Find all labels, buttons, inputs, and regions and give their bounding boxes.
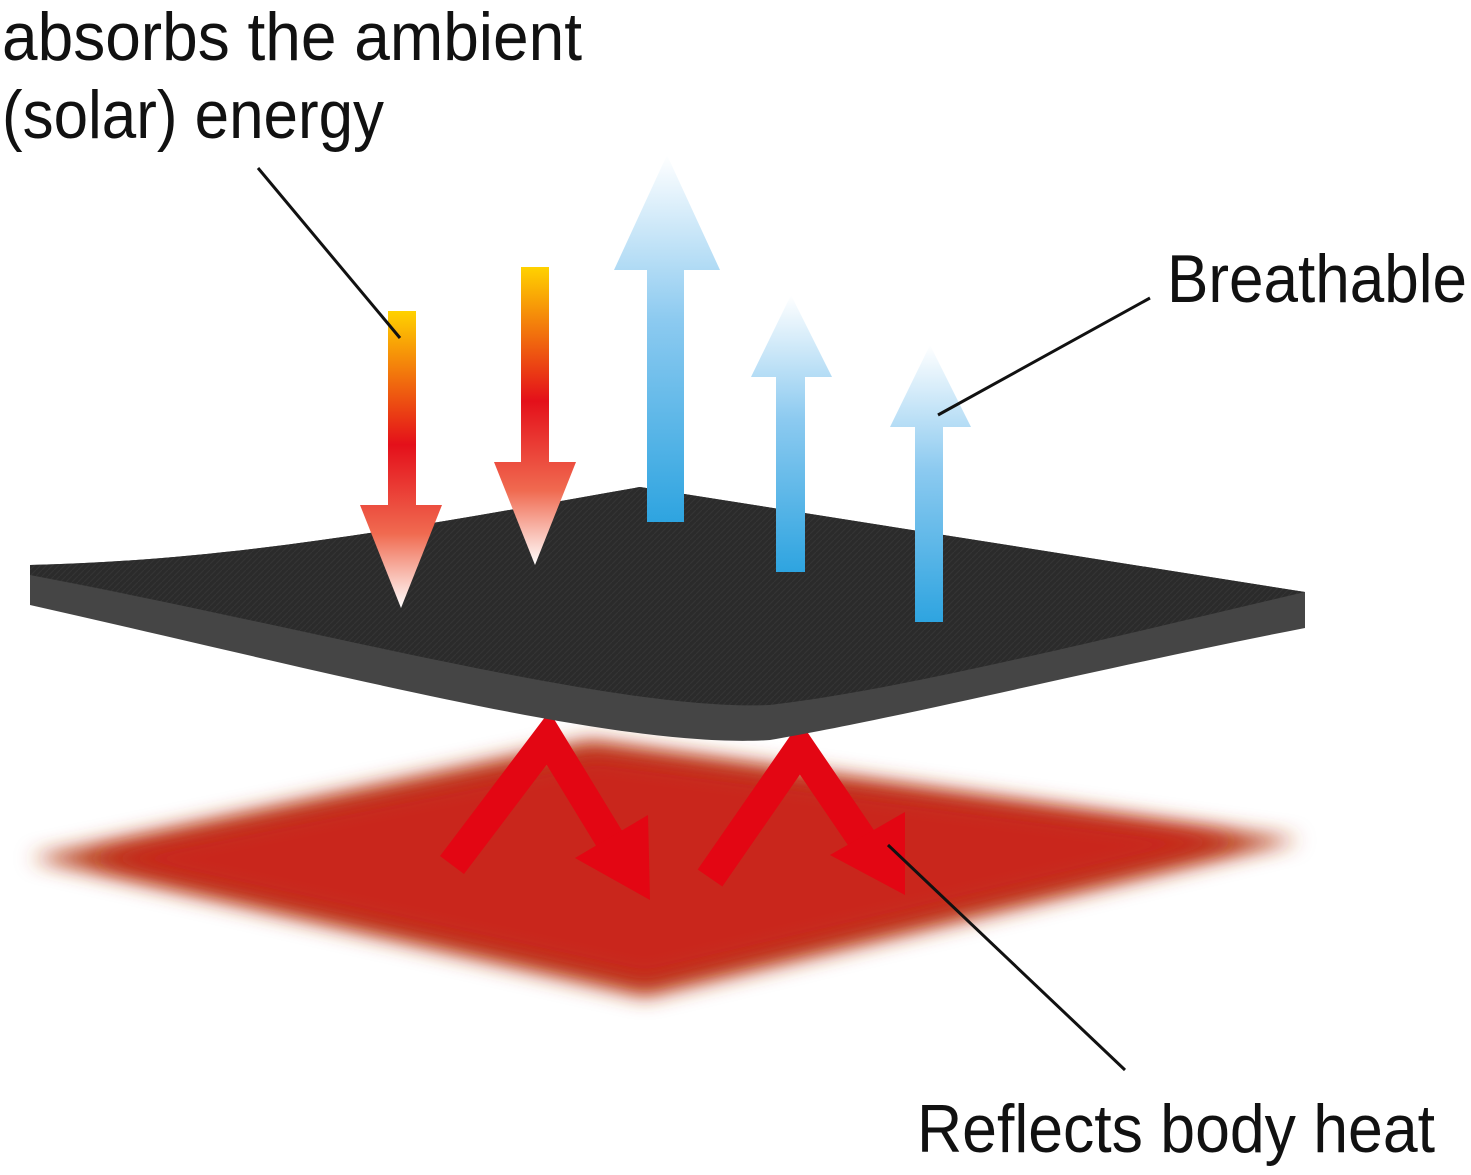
solar-energy-arrow-2 xyxy=(494,267,576,565)
reflected-heat-arrowhead-1 xyxy=(575,815,650,900)
reflected-heat-arrowhead-2 xyxy=(830,812,905,895)
breathable-arrow-2 xyxy=(751,295,832,572)
reflected-heat-arrow-2 xyxy=(697,721,881,887)
breathable-arrow-3 xyxy=(890,345,971,622)
body-heat-plane-core xyxy=(90,755,1240,980)
label-reflects: Reflects body heat xyxy=(917,1091,1435,1167)
fabric-layer-top xyxy=(30,487,1305,706)
leader-line-absorbs xyxy=(256,167,402,339)
breathable-arrow-1 xyxy=(614,155,720,522)
label-breathable: Breathable xyxy=(1167,241,1467,317)
reflected-heat-arrow-1 xyxy=(440,711,628,875)
solar-energy-arrow-1 xyxy=(360,311,442,608)
label-absorbs-line2: (solar) energy xyxy=(2,77,384,153)
label-absorbs-line1: absorbs the ambient xyxy=(2,0,582,75)
leader-line-breathable xyxy=(937,296,1151,417)
leader-line-reflects xyxy=(886,843,1127,1072)
